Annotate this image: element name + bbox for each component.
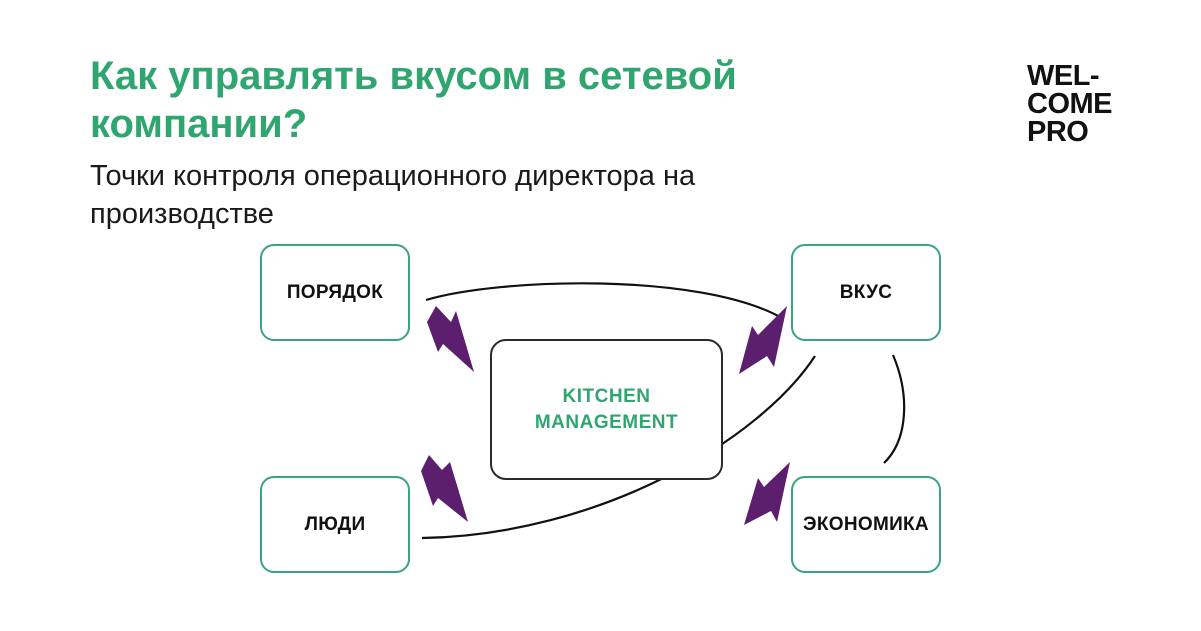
node-taste-label: ВКУС (839, 281, 893, 303)
lightning-icon-top-right (739, 306, 787, 374)
lightning-icon-bottom-left (421, 455, 468, 522)
node-economy-label: ЭКОНОМИКА (803, 513, 929, 535)
page-title: Как управлять вкусом в сетевой компании? (90, 54, 737, 146)
connector-order-taste (425, 282, 783, 319)
logo-line-3: PRO (1027, 116, 1089, 148)
logo-line-1: WEL- (1027, 60, 1100, 92)
center-label-line-2: MANAGEMENT (534, 411, 679, 433)
lightning-icon-bottom-right (744, 462, 790, 525)
logo-line-2: COME (1027, 88, 1113, 120)
lightning-icon-top-left (427, 306, 474, 372)
node-economy: ЭКОНОМИКА (791, 476, 941, 573)
node-order-label: ПОРЯДОК (286, 281, 384, 303)
center-label-line-1: KITCHEN (562, 385, 651, 407)
node-taste: ВКУС (791, 244, 941, 341)
welcome-pro-logo: WEL- COME PRO (1027, 60, 1113, 148)
node-people: ЛЮДИ (260, 476, 410, 573)
node-people-label: ЛЮДИ (304, 513, 366, 535)
connector-taste-economy (883, 354, 906, 464)
node-order: ПОРЯДОК (260, 244, 410, 341)
node-kitchen-management: KITCHEN MANAGEMENT (490, 339, 723, 480)
page-subtitle: Точки контроля операционного директора н… (90, 160, 696, 230)
